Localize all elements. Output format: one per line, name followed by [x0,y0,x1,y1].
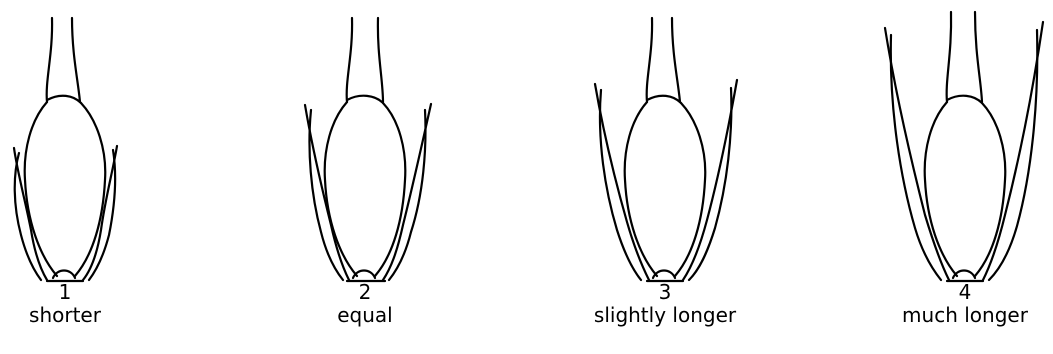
panel-3-label: slightly longer [565,303,765,327]
panel-1: 1 shorter [0,0,165,354]
spikelet-slightly-longer-illustration [565,0,765,290]
panel-4-number: 4 [865,280,1053,304]
panel-4: 4 much longer [865,0,1053,354]
panel-4-label: much longer [865,303,1053,327]
spikelet-much-longer-illustration [865,0,1053,290]
panel-2-label: equal [265,303,465,327]
spikelet-shorter-illustration [0,0,165,290]
panel-1-number: 1 [0,280,165,304]
panel-2: 2 equal [265,0,465,354]
panel-3-number: 3 [565,280,765,304]
panel-1-label: shorter [0,303,165,327]
spikelet-equal-illustration [265,0,465,290]
panel-3: 3 slightly longer [565,0,765,354]
panel-2-number: 2 [265,280,465,304]
